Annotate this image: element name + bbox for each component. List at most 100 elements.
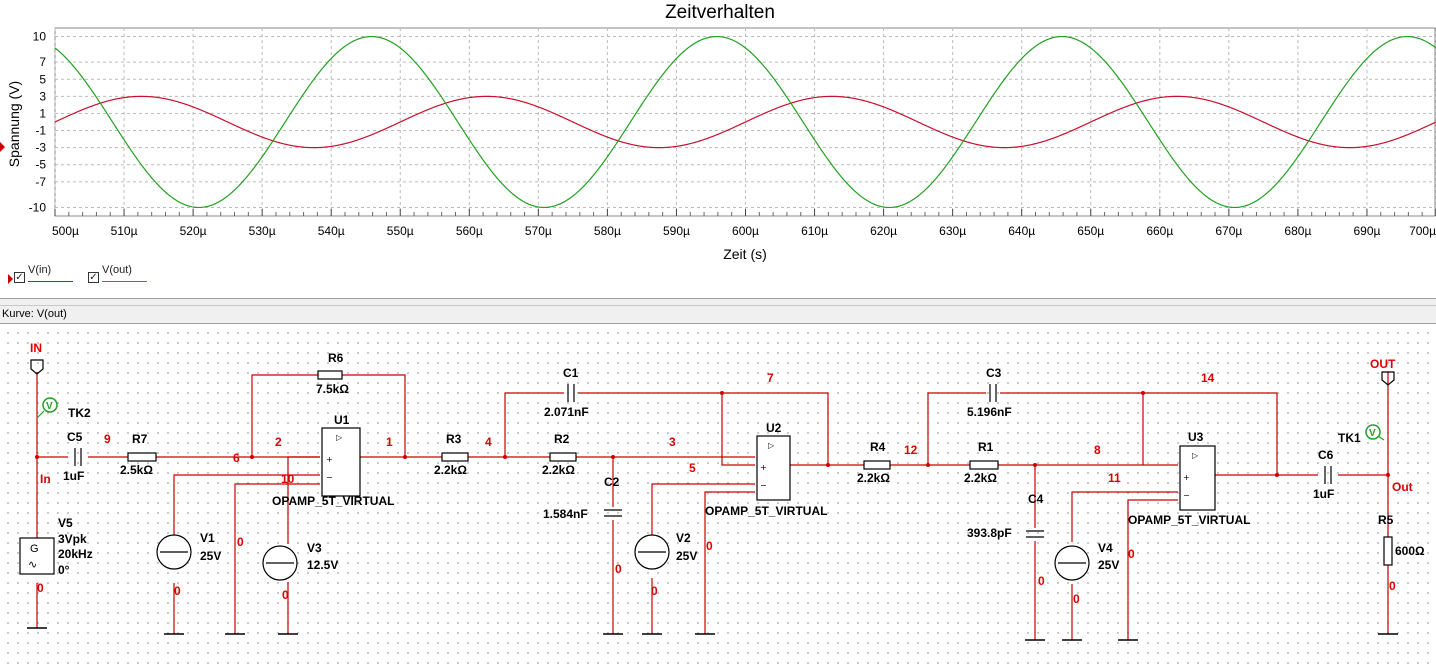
node-label: 14 bbox=[1201, 371, 1215, 385]
capacitor-c5[interactable]: C5 1uF bbox=[63, 430, 84, 483]
component-value: 25V bbox=[1098, 558, 1119, 572]
capacitor-c3[interactable]: C3 5.196nF bbox=[967, 366, 1012, 419]
y-tick-label: -5 bbox=[35, 158, 46, 172]
component-model: OPAMP_5T_VIRTUAL bbox=[272, 494, 394, 508]
source-frequency: 20kHz bbox=[58, 547, 93, 561]
y-tick-label: 3 bbox=[39, 89, 46, 103]
node-label: 10 bbox=[281, 472, 295, 486]
opamp-pins-icon: − bbox=[760, 481, 767, 490]
component-ref: C1 bbox=[563, 366, 579, 380]
opamp-pins-icon: − bbox=[326, 473, 333, 482]
source-phase: 0° bbox=[58, 563, 70, 577]
resistor-r1[interactable]: R1 2.2kΩ bbox=[964, 440, 999, 485]
schematic-canvas[interactable]: IN OUT In Out V TK2 V TK1 R6 7.5kΩ bbox=[0, 326, 1436, 664]
y-tick-label: -1 bbox=[35, 124, 46, 138]
series-line-1 bbox=[54, 35, 1436, 209]
component-value: 2.5kΩ bbox=[120, 463, 153, 477]
component-ref: R4 bbox=[870, 440, 886, 454]
opamp-pins-icon: + bbox=[760, 463, 767, 472]
y-tick-label: 7 bbox=[39, 55, 46, 69]
x-tick-label: 530µ bbox=[249, 224, 276, 238]
capacitor-c4[interactable]: C4 393.8pF bbox=[967, 492, 1044, 540]
node-label: 7 bbox=[767, 371, 774, 385]
source-v5[interactable]: G ∿ V5 3Vpk 20kHz 0° bbox=[19, 516, 93, 577]
status-bar: Kurve: V(out) bbox=[0, 306, 1436, 324]
component-ref: U3 bbox=[1188, 430, 1204, 444]
opamp-u3[interactable]: U3 OPAMP_5T_VIRTUAL ▷ + − bbox=[1128, 430, 1250, 527]
plot-area[interactable]: Zeitverhalten Spannung (V) Zeit (s) 1075… bbox=[0, 0, 1436, 264]
input-port[interactable]: IN bbox=[30, 341, 44, 375]
component-ref: C4 bbox=[1028, 492, 1044, 506]
resistor-r6[interactable]: R6 7.5kΩ bbox=[316, 351, 349, 396]
panel-splitter[interactable] bbox=[0, 298, 1436, 306]
source-v2[interactable]: V2 25V bbox=[634, 531, 697, 570]
ground-symbols bbox=[27, 627, 1398, 641]
source-v3[interactable]: V3 12.5V bbox=[262, 541, 338, 581]
wires bbox=[36, 372, 1389, 640]
node-label: 8 bbox=[1094, 443, 1101, 457]
component-value: 7.5kΩ bbox=[316, 382, 349, 396]
component-value: 2.2kΩ bbox=[542, 463, 575, 477]
legend-checkbox-vout[interactable]: ✓ bbox=[88, 272, 99, 283]
y-tick-label: -3 bbox=[35, 141, 46, 155]
x-tick-label: 700µ bbox=[1409, 224, 1436, 238]
component-ref: R5 bbox=[1378, 513, 1394, 527]
node-label: 0 bbox=[37, 581, 44, 595]
opamp-u1[interactable]: U1 OPAMP_5T_VIRTUAL ▷ + − bbox=[272, 413, 394, 508]
opamp-pins-icon: − bbox=[1183, 491, 1190, 500]
legend-checkbox-vin[interactable]: ✓ bbox=[14, 272, 25, 283]
component-ref: R2 bbox=[554, 432, 570, 446]
opamp-pins-icon: + bbox=[1183, 473, 1190, 482]
x-tick-label: 510µ bbox=[111, 224, 138, 238]
probe-label: TK1 bbox=[1338, 431, 1361, 445]
component-value: 393.8pF bbox=[967, 526, 1012, 540]
component-ref: C2 bbox=[604, 475, 620, 489]
resistor-r2[interactable]: R2 2.2kΩ bbox=[542, 432, 577, 477]
resistor-r4[interactable]: R4 2.2kΩ bbox=[857, 440, 891, 485]
node-label: 0 bbox=[651, 584, 658, 598]
x-tick-label: 690µ bbox=[1353, 224, 1380, 238]
node-label: 0 bbox=[174, 584, 181, 598]
x-tick-label: 680µ bbox=[1284, 224, 1311, 238]
node-label: 0 bbox=[615, 562, 622, 576]
source-v4[interactable]: V4 25V bbox=[1054, 541, 1119, 581]
cursor-marker-icon[interactable] bbox=[0, 142, 5, 152]
y-tick-label: 5 bbox=[39, 72, 46, 86]
node-label: 9 bbox=[104, 432, 111, 446]
x-tick-label: 550µ bbox=[387, 224, 414, 238]
legend-marker-icon bbox=[8, 274, 13, 284]
capacitor-c1[interactable]: C1 2.071nF bbox=[544, 366, 589, 419]
probe-v-icon: V bbox=[46, 401, 53, 412]
resistor-r3[interactable]: R3 2.2kΩ bbox=[434, 432, 469, 477]
opamp-u2[interactable]: U2 OPAMP_5T_VIRTUAL ▷ + − bbox=[705, 421, 827, 518]
component-ref: C3 bbox=[986, 366, 1002, 380]
resistor-r5[interactable]: R5 600Ω bbox=[1378, 513, 1425, 566]
node-label: 11 bbox=[1108, 471, 1121, 485]
x-tick-label: 630µ bbox=[939, 224, 966, 238]
legend-line-vout bbox=[102, 281, 147, 282]
component-value: 600Ω bbox=[1395, 544, 1425, 558]
probe-tk1[interactable]: V TK1 bbox=[1338, 424, 1385, 445]
node-label: 0 bbox=[237, 535, 244, 549]
output-port[interactable]: OUT bbox=[1370, 357, 1396, 386]
probe-tk2[interactable]: V TK2 bbox=[36, 397, 91, 420]
opamp-symbol-icon: ▷ bbox=[336, 433, 343, 442]
component-ref: C5 bbox=[67, 430, 83, 444]
source-v1[interactable]: V1 25V bbox=[156, 531, 221, 570]
node-label: 0 bbox=[1038, 574, 1045, 588]
capacitor-c6[interactable]: C6 1uF bbox=[1313, 448, 1334, 501]
component-value: 1uF bbox=[63, 469, 84, 483]
component-ref: R1 bbox=[978, 440, 994, 454]
resistor-r7[interactable]: R7 2.5kΩ bbox=[120, 432, 157, 477]
capacitor-c2[interactable]: C2 1.584nF bbox=[543, 475, 622, 521]
node-label: 2 bbox=[275, 435, 282, 449]
x-tick-label: 640µ bbox=[1008, 224, 1035, 238]
x-tick-label: 620µ bbox=[870, 224, 897, 238]
source-amplitude: 3Vpk bbox=[58, 532, 87, 546]
component-value: 1uF bbox=[1313, 487, 1334, 501]
node-label: 0 bbox=[282, 588, 289, 602]
component-ref: R7 bbox=[132, 432, 148, 446]
component-value: 12.5V bbox=[307, 558, 338, 572]
